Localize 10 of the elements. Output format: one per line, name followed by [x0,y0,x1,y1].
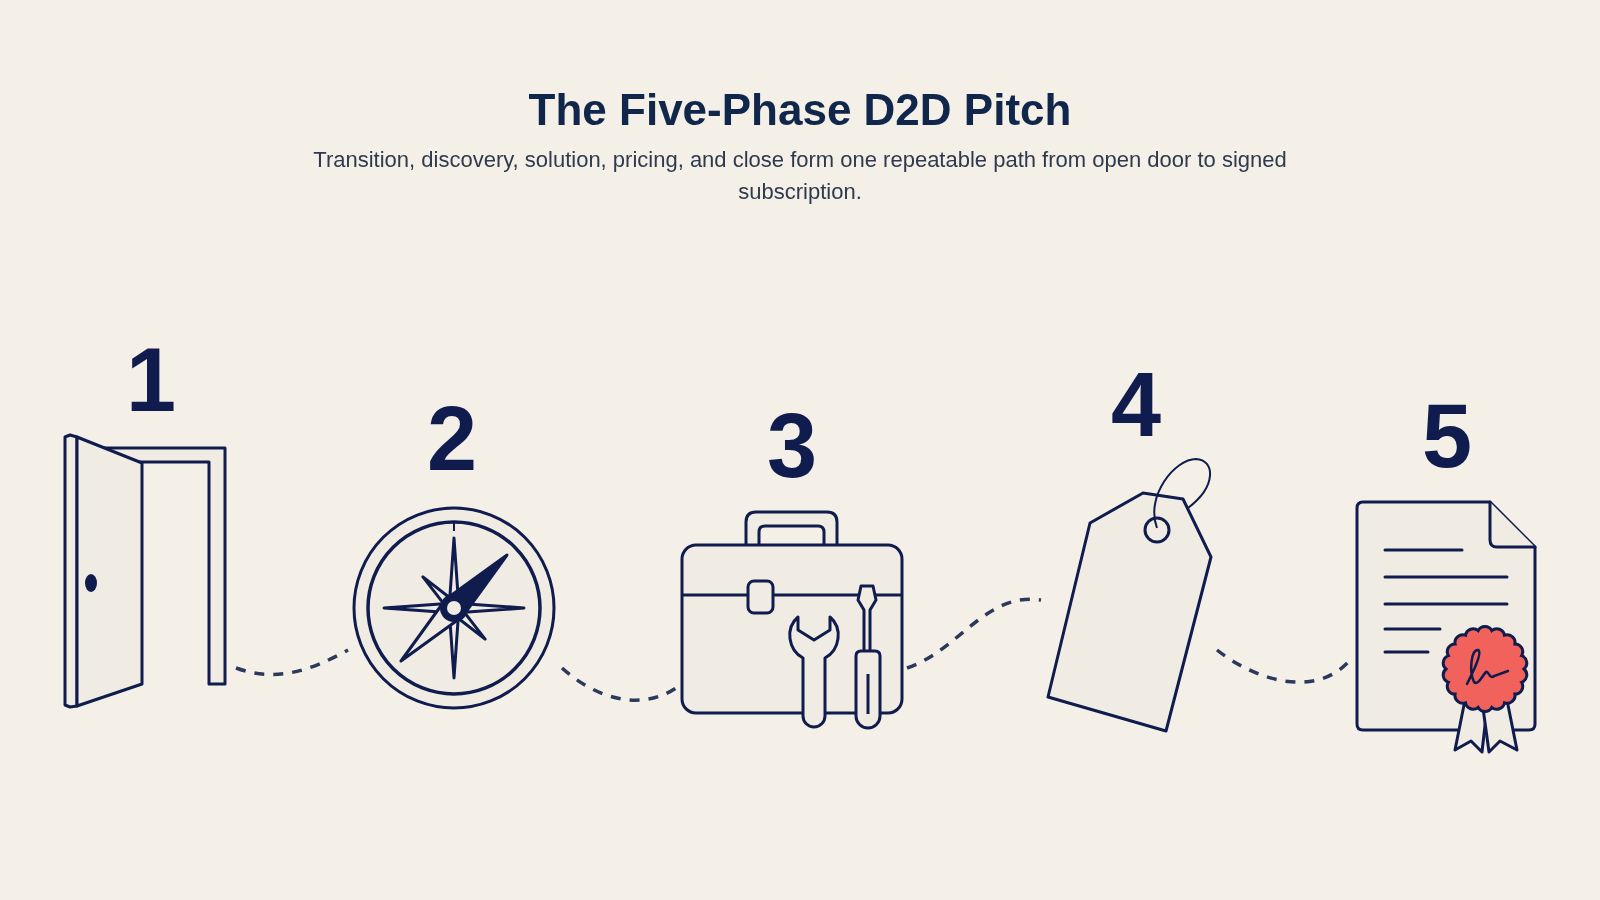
dashed-connector [560,666,677,702]
subtitle: Transition, discovery, solution, pricing, and close form one repeatable path from open door to signed subscription. [312,146,1288,206]
step-number: 4 [1110,369,1162,441]
dashed-connector [235,648,349,677]
step-number: 5 [1421,400,1473,472]
step-number: 3 [766,410,818,482]
step-number: 1 [125,344,177,416]
title: The Five-Phase D2D Pitch [528,84,1072,136]
step-number: 2 [426,403,478,475]
dashed-connector [906,597,1042,670]
